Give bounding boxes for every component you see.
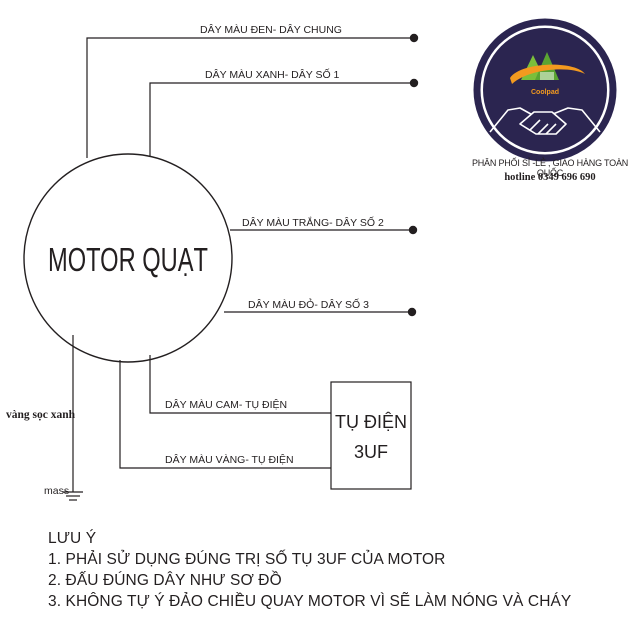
capacitor-value: 3UF [354, 442, 388, 462]
logo-hotline: hotline 0349 696 690 [504, 172, 596, 183]
logo-caption: PHÂN PHỐI SỈ -LẺ , GIAO HÀNG TOÀN QUỐC [471, 158, 629, 178]
wire-blue [149, 82, 414, 156]
capacitor-label: TỤ ĐIỆN [335, 412, 407, 432]
wire-yellow-label: DÂY MÀU VÀNG- TỤ ĐIỆN [165, 453, 294, 466]
wire-black [86, 37, 414, 158]
logo-brand: Coolpad [531, 89, 559, 96]
ground-symbol [63, 491, 83, 501]
motor-circle [23, 153, 233, 363]
wire-blue-label: DÂY MÀU XANH- DÂY SỐ 1 [205, 67, 340, 81]
notes-title: LƯU Ý [48, 530, 97, 547]
terminal-blue [409, 78, 419, 88]
terminal-red [407, 307, 417, 317]
terminal-white [408, 225, 418, 235]
motor-label: MOTOR QUẠT [48, 241, 208, 278]
notes-section: LƯU Ý 1. PHẢI SỬ DỤNG ĐÚNG TRỊ SỐ TỤ 3UF… [48, 528, 571, 612]
handshake-icon [489, 107, 601, 135]
capacitor-box [330, 381, 412, 490]
note-item-1: 1. PHẢI SỬ DỤNG ĐÚNG TRỊ SỐ TỤ 3UF CỦA M… [48, 551, 446, 568]
terminal-black [409, 33, 419, 43]
note-item-2: 2. ĐẤU ĐÚNG DÂY NHƯ SƠ ĐỒ [48, 572, 282, 589]
wire-red-label: DÂY MÀU ĐỎ- DÂY SỐ 3 [248, 297, 369, 311]
wire-orange [149, 355, 331, 414]
note-item-3: 3. KHÔNG TỰ Ý ĐẢO CHIỀU QUAY MOTOR VÌ SẼ… [48, 593, 572, 610]
wire-orange-label: DÂY MÀU CAM- TỤ ĐIỆN [165, 398, 287, 411]
wire-white-label: DÂY MÀU TRẮNG- DÂY SỐ 2 [242, 215, 384, 229]
company-logo: Coolpad [473, 18, 617, 162]
ground-wire-label: vàng sọc xanh [6, 409, 76, 421]
wire-black-label: DÂY MÀU ĐEN- DÂY CHUNG [200, 23, 342, 36]
wire-yellow [119, 360, 331, 469]
swoosh-icon [510, 64, 585, 84]
ground-label: mass [44, 485, 69, 497]
